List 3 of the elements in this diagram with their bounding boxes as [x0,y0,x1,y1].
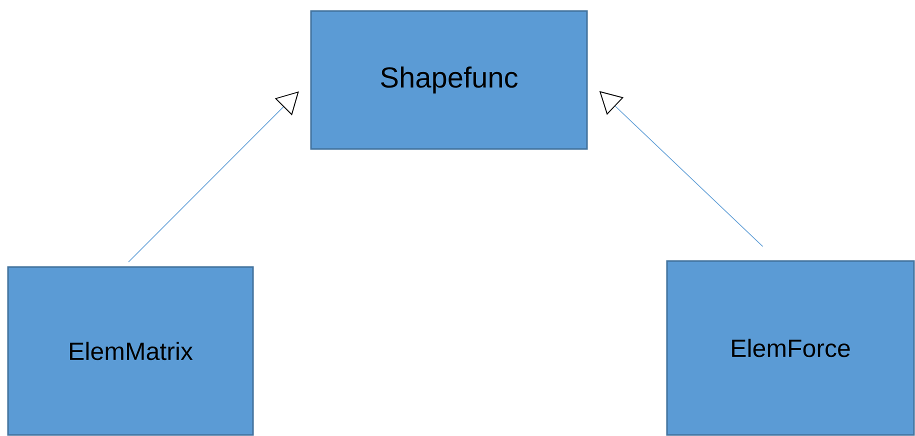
class-box: ElemForce [666,260,915,436]
class-box: ElemMatrix [7,266,254,436]
class-box: Shapefunc [310,10,588,150]
